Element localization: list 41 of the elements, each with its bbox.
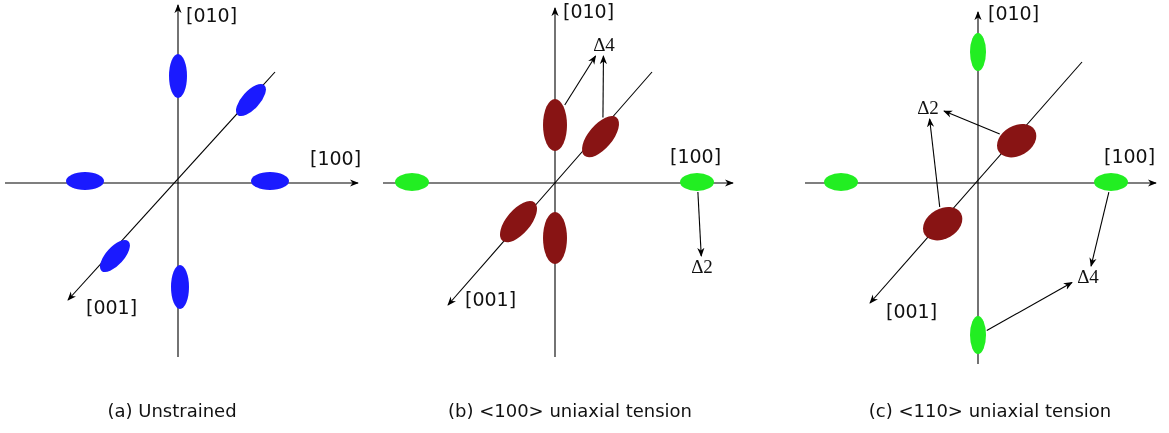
valley-ellipsoid — [251, 172, 289, 190]
valley-ellipsoid — [923, 207, 963, 241]
arrow — [943, 110, 1001, 135]
arrow — [1089, 191, 1110, 267]
panel-caption: (a) Unstrained — [107, 400, 237, 422]
valley-ellipsoid — [970, 316, 986, 354]
valley-ellipsoid — [1094, 173, 1128, 191]
valley-ellipsoid — [824, 173, 858, 191]
axis-label: [010] — [563, 0, 615, 22]
arrow — [564, 55, 597, 106]
band-label: Δ4 — [588, 34, 620, 56]
valley-ellipsoid — [997, 124, 1037, 158]
valley-ellipsoid — [680, 173, 714, 191]
valley-ellipsoid — [236, 83, 266, 116]
valley-ellipsoid — [543, 212, 567, 264]
axis-label: [010] — [186, 4, 238, 26]
axis-label: [100] — [310, 147, 362, 169]
panel-caption: (c) <110> uniaxial tension — [868, 400, 1112, 422]
valley-ellipsoid — [100, 239, 130, 272]
arrow — [599, 55, 607, 119]
valley-ellipsoid — [543, 99, 567, 151]
axis-label: [100] — [1104, 145, 1156, 167]
axis-label: [001] — [886, 300, 938, 322]
arrow — [986, 281, 1073, 332]
axis-label: [001] — [465, 288, 517, 310]
valley-ellipsoid — [169, 54, 187, 98]
valley-ellipsoid — [171, 265, 189, 309]
band-label: Δ4 — [1072, 266, 1104, 288]
valley-ellipsoid — [395, 173, 429, 191]
axis-label: [010] — [988, 2, 1040, 24]
panel-caption: (b) <100> uniaxial tension — [448, 400, 692, 422]
valley-ellipsoid — [970, 33, 986, 71]
band-label: Δ2 — [912, 97, 944, 119]
band-label: Δ2 — [686, 256, 718, 278]
valley-ellipsoid — [66, 172, 104, 190]
arrow — [697, 191, 705, 257]
axis-label: [001] — [86, 296, 138, 318]
arrow — [927, 118, 941, 208]
valley-ellipsoid — [500, 201, 538, 243]
axis-label: [100] — [670, 145, 722, 167]
valley-ellipsoid — [582, 116, 620, 158]
